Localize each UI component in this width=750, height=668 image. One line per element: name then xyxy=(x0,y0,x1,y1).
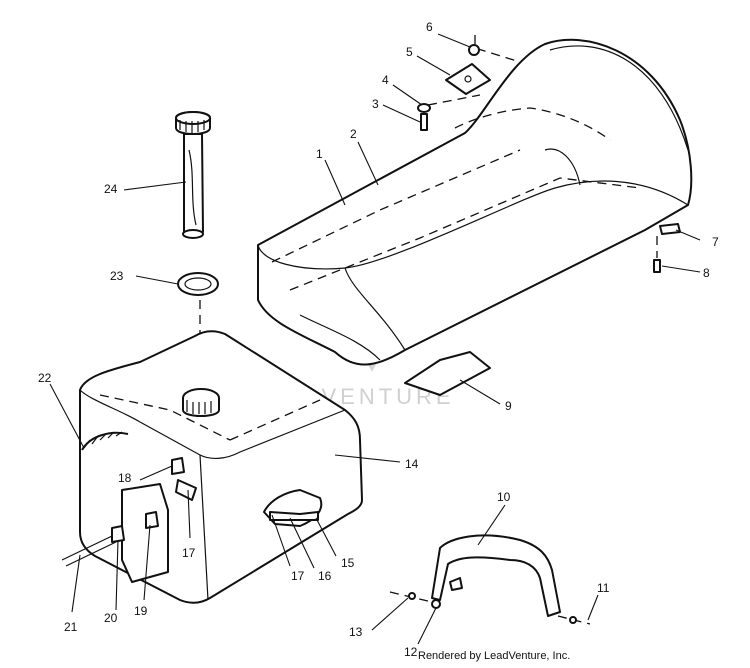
bracket-7 xyxy=(659,223,681,235)
leader-lines xyxy=(49,33,701,645)
callout-17-lower: 17 xyxy=(291,569,305,583)
callout-18: 18 xyxy=(118,471,132,485)
screw-3 xyxy=(420,113,428,131)
nut-11 xyxy=(569,616,577,624)
callout-5: 5 xyxy=(406,45,413,59)
callout-7: 7 xyxy=(712,235,719,249)
fuel-line-21 xyxy=(61,535,117,567)
callout-14: 14 xyxy=(405,457,419,471)
screw-8 xyxy=(653,259,661,273)
screw-12 xyxy=(449,577,463,591)
callouts: 1 2 3 4 5 6 7 8 9 10 11 12 13 14 15 16 1… xyxy=(38,20,719,659)
callout-11: 11 xyxy=(597,581,610,595)
callout-13: 13 xyxy=(349,625,363,639)
callout-9: 9 xyxy=(505,399,512,413)
callout-16: 16 xyxy=(318,569,332,583)
render-credit: Rendered by LeadVenture, Inc. xyxy=(418,650,571,662)
callout-15: 15 xyxy=(341,556,355,570)
callout-10: 10 xyxy=(497,490,511,504)
callout-12: 12 xyxy=(404,645,418,659)
bracket-5 xyxy=(445,63,491,95)
callout-21: 21 xyxy=(64,620,78,634)
callout-6: 6 xyxy=(426,20,433,34)
vent-hose-22 xyxy=(83,431,123,449)
clamp-20 xyxy=(111,525,125,543)
callout-19: 19 xyxy=(134,604,148,618)
nut-13 xyxy=(408,592,416,600)
grommet-23 xyxy=(177,272,219,296)
nut-6 xyxy=(468,44,480,56)
callout-20: 20 xyxy=(104,611,118,625)
washer-4 xyxy=(417,103,431,113)
callout-23: 23 xyxy=(110,269,124,283)
callout-2: 2 xyxy=(350,127,357,141)
pad-9 xyxy=(404,351,491,396)
vent-fitting-18 xyxy=(171,457,185,475)
callout-1: 1 xyxy=(316,147,323,161)
seat xyxy=(257,38,693,366)
tank-panel xyxy=(121,483,169,583)
callout-3: 3 xyxy=(372,97,379,111)
fuel-tank xyxy=(61,330,363,604)
callout-24: 24 xyxy=(104,182,118,196)
callout-17-upper: 17 xyxy=(182,546,196,560)
callout-4: 4 xyxy=(382,73,389,87)
tank-strap xyxy=(389,534,591,625)
fitting-19 xyxy=(145,511,159,529)
callout-8: 8 xyxy=(703,266,710,280)
callout-22: 22 xyxy=(38,371,52,385)
